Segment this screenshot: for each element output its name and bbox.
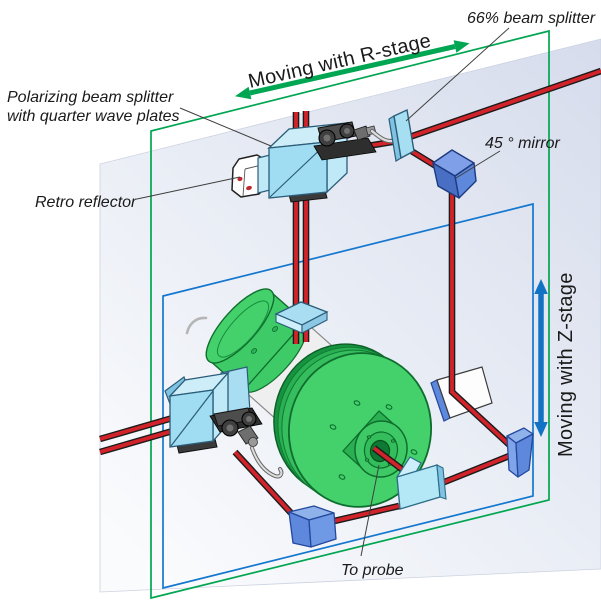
fiber-collimator-top: [313, 121, 396, 161]
spindle-top-plate: [274, 301, 329, 334]
r-stage-frame: [150, 29, 550, 600]
label-pbs-line2: with quarter wave plates: [7, 108, 180, 125]
spindle-rear-cap: [205, 288, 275, 364]
polarizing-beam-splitter-bottom: [164, 366, 251, 454]
label-66-beam-splitter: 66% beam splitter: [467, 10, 596, 27]
label-pointer-lines: [136, 27, 510, 557]
corner-mirror-right: [506, 427, 534, 478]
quarter-wave-plate-top: [257, 154, 271, 194]
fiber-collimator-bottom: [209, 407, 284, 479]
label-moving-z-stage: Moving with Z-stage: [555, 272, 577, 457]
label-pbs-line1: Polarizing beam splitter: [7, 89, 174, 106]
label-45-mirror: 45 ° mirror: [485, 135, 561, 152]
label-retro-reflector: Retro reflector: [35, 194, 137, 211]
r-stage-arrow: [235, 40, 470, 100]
pickoff-plate: [396, 456, 447, 510]
z-stage-frame: [162, 202, 534, 590]
beam-splitter-66: [388, 108, 415, 162]
motor-cable: [185, 316, 208, 335]
z-stage-arrow: [534, 279, 548, 437]
corner-mirror-left: [288, 505, 337, 548]
mirror-45: [432, 149, 477, 199]
label-to-probe: To probe: [341, 562, 404, 579]
